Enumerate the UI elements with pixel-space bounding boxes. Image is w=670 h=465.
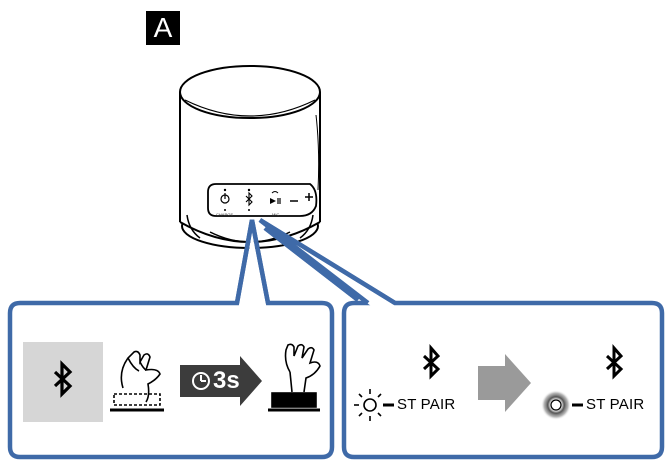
bluetooth-status-icon-after bbox=[605, 344, 624, 380]
hand-hold-icon bbox=[268, 343, 321, 412]
speaker-illustration bbox=[179, 65, 321, 249]
status-label-after: ST PAIR bbox=[586, 396, 645, 413]
hand-press-icon bbox=[110, 350, 164, 412]
play-pause-icon bbox=[270, 198, 276, 204]
left-callout-box bbox=[7, 219, 335, 460]
gray-arrow-icon bbox=[478, 354, 531, 412]
indicator-steady-icon bbox=[541, 390, 571, 420]
step-label: A bbox=[146, 11, 180, 45]
right-arrow-icon bbox=[180, 356, 262, 406]
right-callout-box bbox=[258, 218, 665, 460]
mic-label: MIC bbox=[272, 212, 280, 217]
speaker-bluetooth-icon bbox=[245, 191, 253, 207]
charge-label: CHARGE bbox=[216, 212, 234, 217]
clock-icon bbox=[192, 372, 210, 390]
bluetooth-status-icon-before bbox=[422, 344, 441, 380]
bluetooth-icon bbox=[53, 360, 73, 398]
callout-outlines bbox=[7, 218, 665, 460]
status-label-before: ST PAIR bbox=[397, 396, 456, 413]
indicator-blinking-icon bbox=[354, 389, 382, 421]
duration-label: 3s bbox=[213, 367, 240, 394]
